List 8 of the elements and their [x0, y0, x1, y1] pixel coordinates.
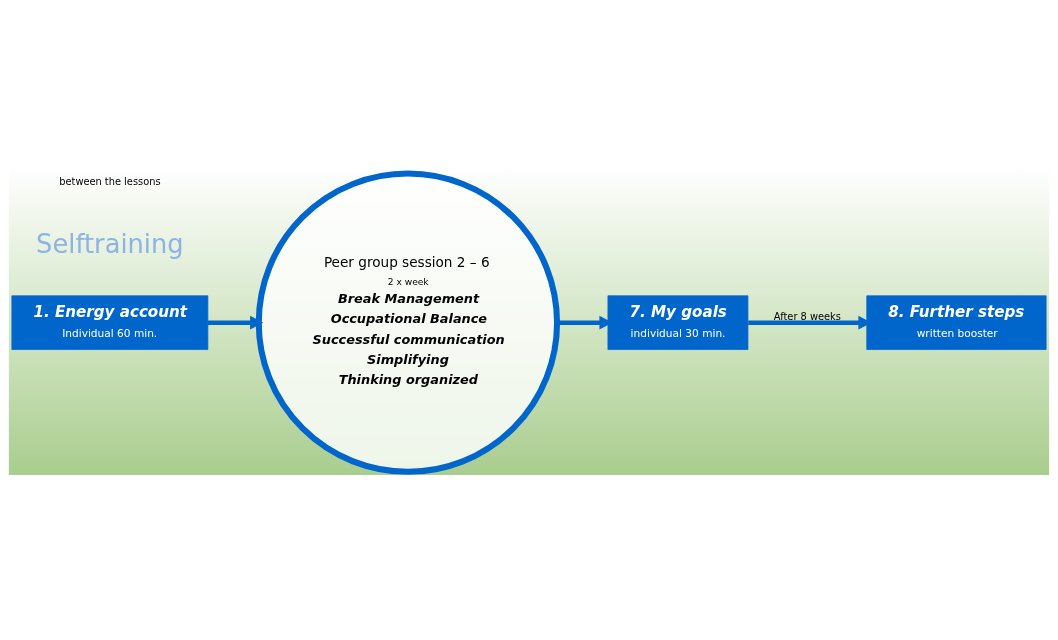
- label: between the lessons: [59, 175, 161, 187]
- node-circle: Peer group session 2 – 6 2 x week Break Management Occupational Balance Successful communication Simplifying Thinking organized: [255, 170, 561, 475]
- edge-label: After 8 weeks: [773, 310, 841, 322]
- node-box: 8. Further steps written booster: [866, 294, 1047, 350]
- node-box: 1. Energy account Individual 60 min.: [11, 294, 209, 350]
- node-box: 7. My goals individual 30 min.: [607, 294, 749, 350]
- arrow: [207, 315, 264, 330]
- label: Selftraining: [36, 228, 184, 259]
